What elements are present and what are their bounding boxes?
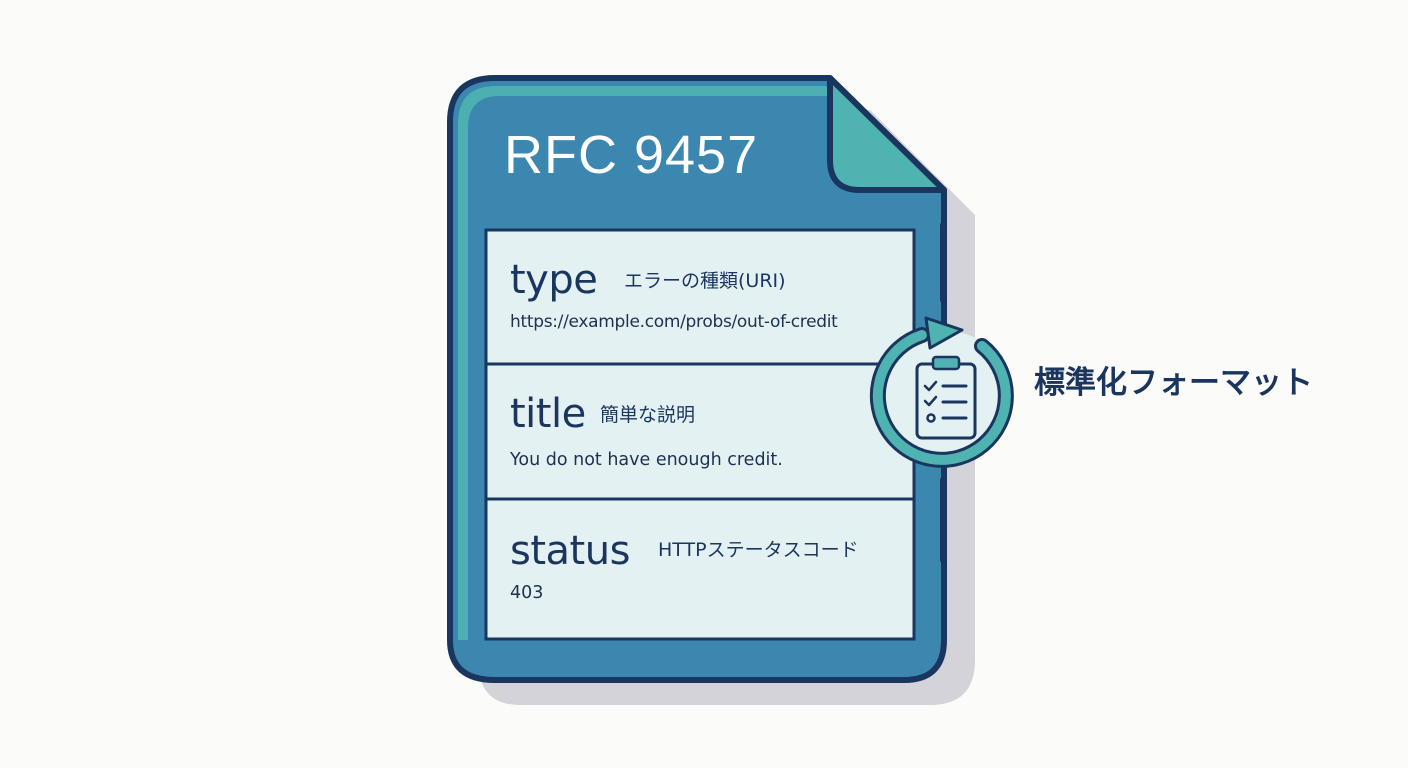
folded-corner: [827, 75, 947, 193]
field-box-status: [484, 497, 916, 641]
field-status: status HTTPステータスコード 403: [486, 499, 914, 639]
field-description: エラーの種類(URI): [624, 270, 786, 292]
field-box-type: [484, 228, 916, 366]
field-description: HTTPステータスコード: [658, 539, 859, 561]
field-key: type: [510, 257, 598, 303]
field-box-title: [484, 362, 916, 501]
field-value: 403: [510, 583, 544, 603]
standardized-format-label: 標準化フォーマット: [1034, 365, 1313, 401]
field-title: title 簡単な説明 You do not have enough credi…: [486, 364, 914, 499]
clipboard-refresh-icon: [869, 316, 1014, 468]
field-value: https://example.com/probs/out-of-credit: [510, 312, 838, 332]
field-key: status: [510, 528, 630, 574]
field-value: You do not have enough credit.: [510, 450, 783, 470]
field-key: title: [510, 391, 586, 437]
document-title: RFC 9457: [504, 125, 759, 185]
field-type: type エラーの種類(URI) https://example.com/pro…: [486, 230, 914, 364]
field-description: 簡単な説明: [600, 404, 696, 426]
